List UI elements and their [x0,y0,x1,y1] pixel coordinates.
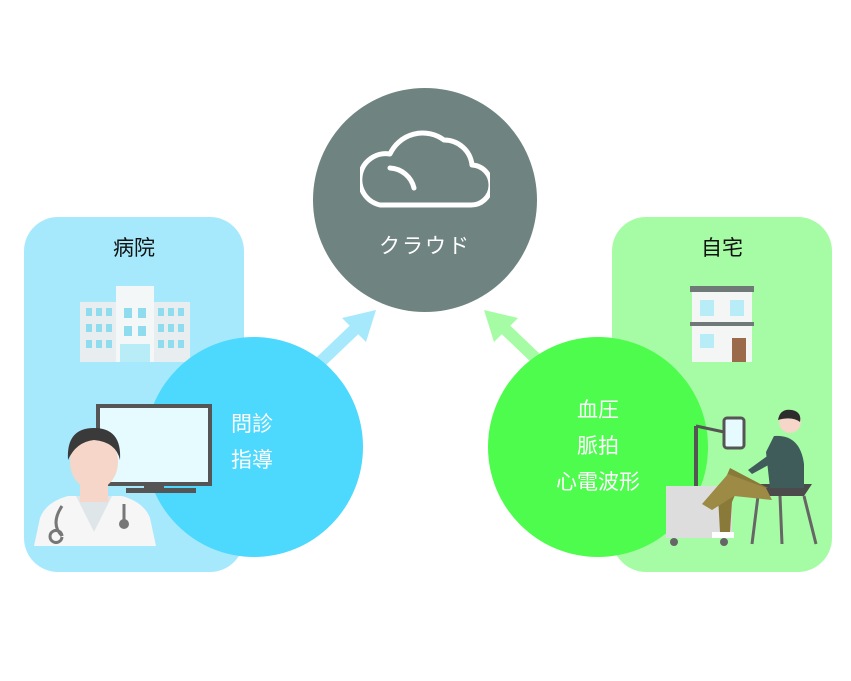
home-item-3: 心電波形 [556,470,640,494]
hospital-item-2: 指導 [231,448,273,472]
home-items: 血圧 脈拍 心電波形 [528,392,668,500]
cloud-label: クラウド [379,234,471,258]
home-item-1: 血圧 [577,398,619,422]
hospital-item-1: 問診 [231,412,273,436]
hospital-building-icon [80,286,190,362]
doctor-icon [34,428,156,546]
cloud-icon [360,130,490,208]
cloud-node [313,88,537,312]
hospital-title: 病院 [113,236,155,260]
hospital-items: 問診 指導 [222,406,282,478]
patient-with-device-icon [666,409,818,546]
home-item-2: 脈拍 [577,434,619,458]
house-icon [690,286,754,362]
home-title: 自宅 [701,236,743,260]
